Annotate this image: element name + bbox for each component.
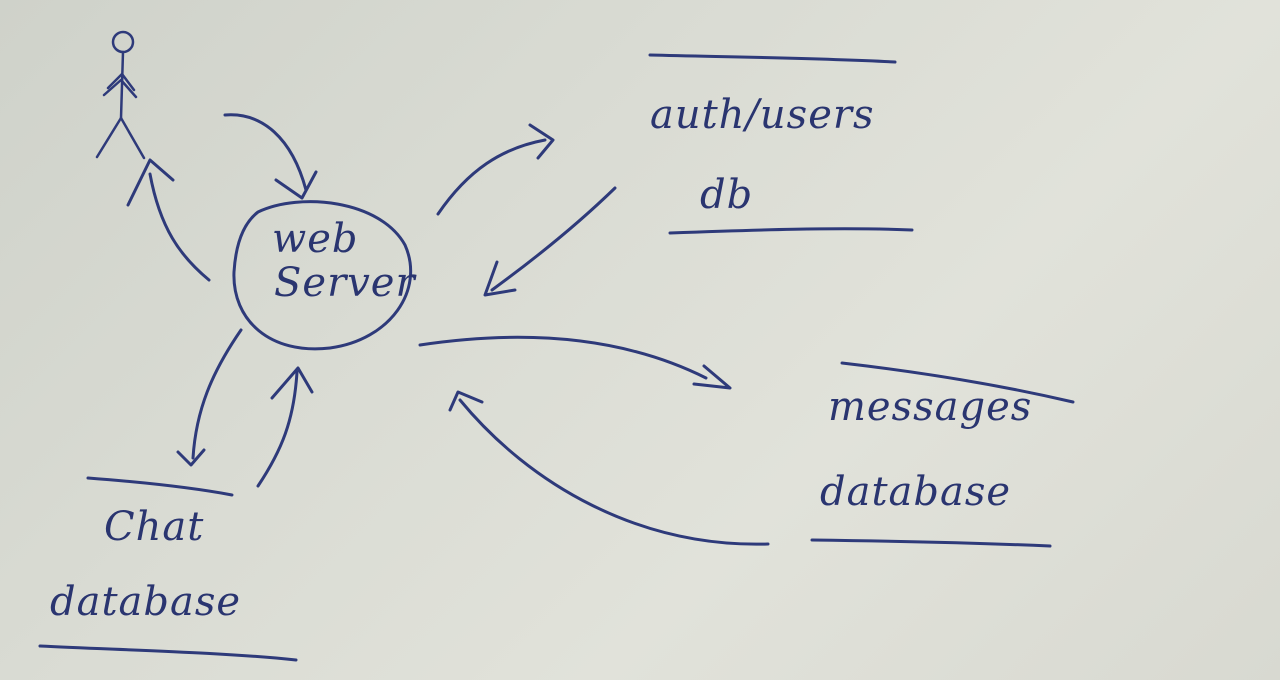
chat-db-label-line1: Chat bbox=[104, 504, 204, 550]
arrow-server-to-auth-db bbox=[436, 123, 555, 216]
messages-db-label-line2: database bbox=[820, 469, 1011, 515]
messages-db-label-line1: messages bbox=[828, 384, 1032, 430]
arrow-server-to-user bbox=[126, 158, 211, 282]
auth-users-db-node: auth/users db bbox=[648, 53, 914, 235]
arrow-chat-db-to-server bbox=[256, 366, 314, 488]
stick-figure-user-icon bbox=[95, 30, 146, 160]
arrow-auth-db-to-server bbox=[483, 186, 617, 297]
arrow-user-to-server bbox=[223, 113, 318, 200]
web-server-label-line2: Server bbox=[274, 260, 417, 306]
arrow-server-to-chat-db bbox=[176, 328, 243, 467]
arrow-server-to-messages-db bbox=[418, 335, 732, 390]
arrow-messages-db-to-server bbox=[448, 390, 770, 546]
chat-db-node: Chat database bbox=[38, 476, 298, 662]
web-server-label-line1: web bbox=[272, 216, 359, 262]
messages-db-node: messages database bbox=[810, 361, 1075, 548]
chat-db-label-line2: database bbox=[50, 579, 241, 625]
web-server-node: web Server bbox=[232, 200, 417, 351]
auth-db-label-line2: db bbox=[700, 172, 753, 218]
auth-db-label-line1: auth/users bbox=[650, 92, 875, 138]
